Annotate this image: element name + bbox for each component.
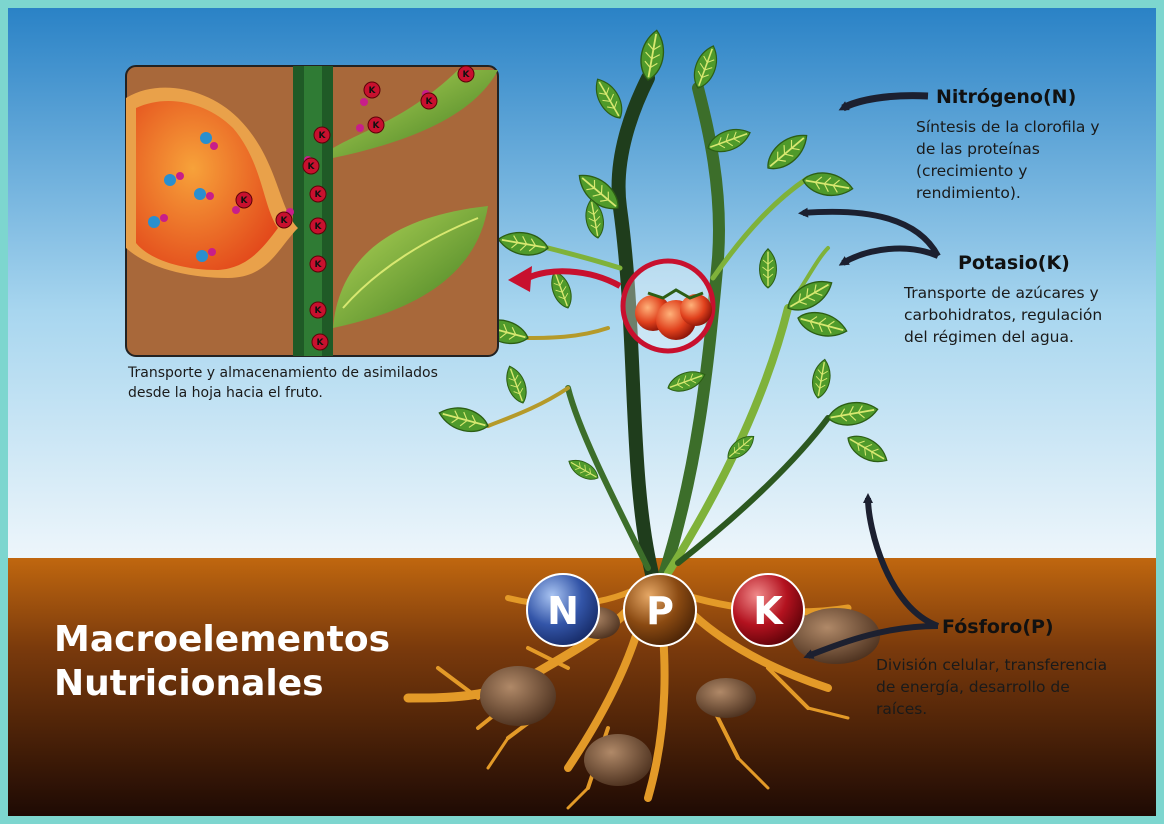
k-ion-label: K — [317, 338, 325, 348]
k-ion-label: K — [463, 70, 471, 80]
nutrient-balls: N P K — [526, 573, 805, 647]
k-ion-label: K — [281, 216, 289, 226]
k-ion — [235, 191, 253, 209]
k-ion — [363, 81, 381, 99]
tomato-cluster — [620, 258, 716, 354]
phosphorus-line: de energía, desarrollo de — [876, 678, 1070, 696]
inset-caption-line: Transporte y almacenamiento de asimilado… — [128, 365, 438, 381]
k-ion-group: K K K K K K K K K K K K K — [235, 65, 475, 351]
phosphorus-line: División celular, transferencia — [876, 656, 1108, 674]
inset-panel — [125, 65, 499, 357]
nitrogen-line: Síntesis de la clorofila y — [916, 118, 1100, 136]
k-ion-label: K — [315, 190, 323, 200]
inset-caption-line: desde la hoja hacia el fruto. — [128, 385, 323, 401]
k-ion-label: K — [315, 260, 323, 270]
k-ion-label: K — [315, 222, 323, 232]
k-ion — [309, 217, 327, 235]
k-ion-label: K — [241, 196, 249, 206]
nitrogen-ball-label: N — [547, 589, 579, 633]
phosphorus-ball-label: P — [646, 589, 674, 633]
plant-stems — [486, 71, 831, 585]
soil-stone — [584, 734, 652, 786]
nitrogen-ball — [526, 573, 600, 647]
k-ion — [420, 92, 438, 110]
title-line-2: Nutricionales — [54, 663, 324, 704]
k-ion-label: K — [315, 306, 323, 316]
k-ion-label: K — [319, 131, 327, 141]
red-arrow-head — [508, 266, 532, 292]
red-arrow — [526, 268, 622, 289]
nitrogen-line: de las proteínas — [916, 140, 1040, 158]
phosphorus-ball — [623, 573, 697, 647]
inset-caption: Transporte y almacenamiento de asimilado… — [128, 363, 438, 403]
phosphorus-description: División celular, transferencia de energ… — [876, 654, 1107, 720]
nutrient-arrows — [798, 92, 941, 659]
diagram-scene: K K K K K K K K K K K K K N P K — [8, 8, 1156, 816]
k-ion — [311, 333, 329, 351]
k-ion — [313, 126, 331, 144]
soil-stone — [480, 666, 556, 726]
k-ion — [302, 157, 320, 175]
k-ion-label: K — [308, 162, 316, 172]
potassium-ball — [731, 573, 805, 647]
phosphorus-line: raíces. — [876, 700, 928, 718]
k-ion — [457, 65, 475, 83]
soil-stone — [696, 678, 756, 718]
diagram-frame: K K K K K K K K K K K K K N P K Nitrógeno(N) Síntesi… — [8, 8, 1156, 816]
k-ion-label: K — [369, 86, 377, 96]
phosphorus-heading: Fósforo(P) — [942, 616, 1054, 638]
nitrogen-heading: Nitrógeno(N) — [936, 86, 1077, 108]
k-ion — [309, 255, 327, 273]
k-ion — [309, 185, 327, 203]
potassium-heading: Potasio(K) — [958, 252, 1070, 274]
k-ion — [309, 301, 327, 319]
title-line-1: Macroelementos — [54, 619, 391, 660]
k-ion — [275, 211, 293, 229]
nitrogen-line: rendimiento). — [916, 184, 1021, 202]
potassium-line: del régimen del agua. — [904, 328, 1074, 346]
page-title: Macroelementos Nutricionales — [54, 618, 390, 706]
nitrogen-description: Síntesis de la clorofila y de las proteí… — [916, 116, 1100, 204]
potassium-line: carbohidratos, regulación — [904, 306, 1103, 324]
k-ion-label: K — [426, 97, 434, 107]
potassium-description: Transporte de azúcares y carbohidratos, … — [904, 282, 1102, 348]
k-ion-label: K — [373, 121, 381, 131]
potassium-ball-label: K — [753, 589, 784, 633]
k-ion — [367, 116, 385, 134]
potassium-line: Transporte de azúcares y — [904, 284, 1099, 302]
nitrogen-line: (crecimiento y — [916, 162, 1028, 180]
